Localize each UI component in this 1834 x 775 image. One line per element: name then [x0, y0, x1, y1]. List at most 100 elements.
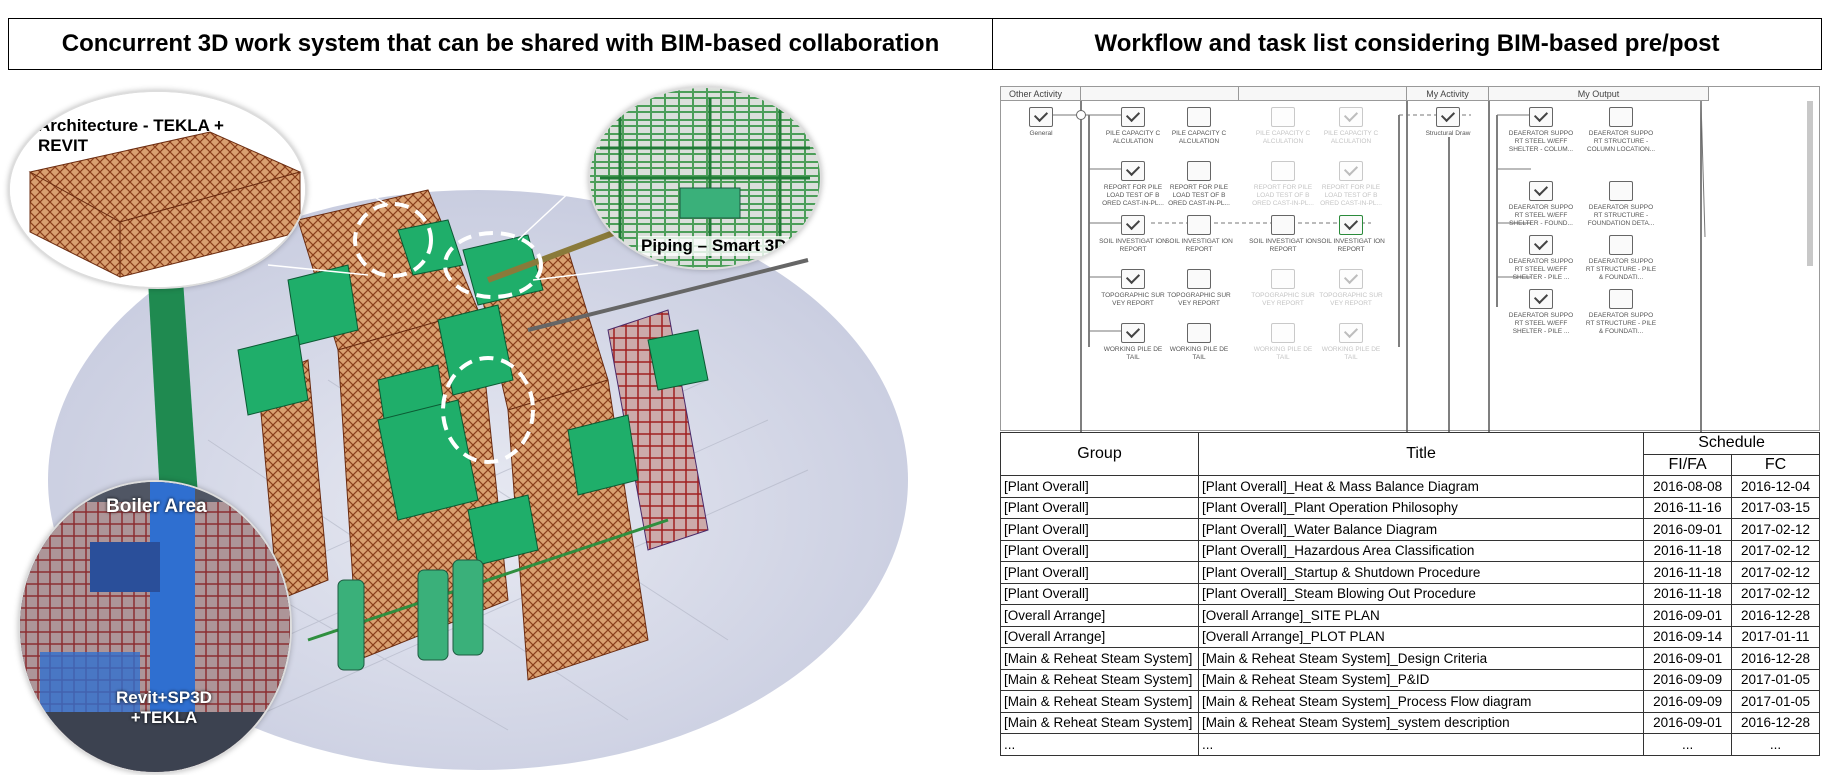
check-document-icon: [1529, 181, 1553, 201]
faded-output-label: TOPOGRAPHIC SUR VEY REPORT: [1251, 292, 1315, 307]
cell-fifa: ...: [1643, 733, 1733, 756]
faded-task-node[interactable]: TOPOGRAPHIC SUR VEY REPORT: [1315, 269, 1387, 308]
cell-title: [Overall Arrange]_SITE PLAN: [1197, 604, 1645, 627]
cell-group: [Plant Overall]: [1000, 496, 1199, 519]
document-icon: [1271, 215, 1295, 235]
faded-task-node[interactable]: PILE CAPACITY C ALCULATION: [1315, 107, 1387, 146]
output-node[interactable]: DEAERATOR SUPPO RT STRUCTURE - PILE & FO…: [1585, 235, 1657, 282]
table-row[interactable]: ............: [1000, 733, 1820, 756]
table-row[interactable]: [Plant Overall][Plant Overall]_Steam Blo…: [1000, 582, 1820, 605]
output-node[interactable]: WORKING PILE DE TAIL: [1163, 323, 1235, 362]
faded-output-node[interactable]: TOPOGRAPHIC SUR VEY REPORT: [1247, 269, 1319, 308]
cell-fifa: 2016-09-09: [1643, 690, 1733, 713]
output-node[interactable]: DEAERATOR SUPPO RT STRUCTURE - COLUMN LO…: [1585, 107, 1657, 154]
task-node[interactable]: WORKING PILE DE TAIL: [1097, 323, 1169, 362]
task-node[interactable]: TOPOGRAPHIC SUR VEY REPORT: [1097, 269, 1169, 308]
architecture-steel-frame-image: [10, 92, 305, 287]
task-label: SOIL INVESTIGAT ION REPORT: [1317, 238, 1385, 253]
cell-title: ...: [1197, 733, 1645, 756]
output-node[interactable]: DEAERATOR SUPPO RT STRUCTURE - FOUNDATIO…: [1585, 181, 1657, 228]
output-node[interactable]: REPORT FOR PILE LOAD TEST OF B ORED CAST…: [1163, 161, 1235, 208]
cell-fc: 2016-12-28: [1731, 604, 1820, 627]
document-icon: [1187, 269, 1211, 289]
table-row[interactable]: [Overall Arrange][Overall Arrange]_PLOT …: [1000, 625, 1820, 648]
cell-fifa: 2016-11-18: [1643, 582, 1733, 605]
table-row[interactable]: [Plant Overall][Plant Overall]_Hazardous…: [1000, 539, 1820, 562]
general-node[interactable]: General: [1005, 107, 1077, 138]
cell-fc: ...: [1731, 733, 1820, 756]
output-node[interactable]: SOIL INVESTIGAT ION REPORT: [1247, 215, 1319, 254]
output-label: DEAERATOR SUPPO RT STEEL W/EFF SHELTER -…: [1508, 258, 1574, 281]
structural-draw-label: Structural Draw: [1425, 130, 1471, 137]
task-label: TOPOGRAPHIC SUR VEY REPORT: [1101, 292, 1165, 307]
cell-title: [Plant Overall]_Heat & Mass Balance Diag…: [1197, 475, 1645, 498]
pencil-document-icon: [1436, 107, 1460, 127]
cell-group: [Main & Reheat Steam System]: [1000, 711, 1199, 734]
cell-title: [Main & Reheat Steam System]_Design Crit…: [1197, 647, 1645, 670]
cell-group: [Main & Reheat Steam System]: [1000, 690, 1199, 713]
output-node[interactable]: PILE CAPACITY C ALCULATION: [1163, 107, 1235, 146]
task-node[interactable]: PILE CAPACITY C ALCULATION: [1097, 107, 1169, 146]
task-list-body: [Plant Overall][Plant Overall]_Heat & Ma…: [1000, 475, 1820, 756]
faded-task-node[interactable]: REPORT FOR PILE LOAD TEST OF B ORED CAST…: [1315, 161, 1387, 208]
faded-output-node[interactable]: WORKING PILE DE TAIL: [1247, 323, 1319, 362]
cell-fc: 2016-12-28: [1731, 711, 1820, 734]
document-icon: [1187, 323, 1211, 343]
faded-output-label: REPORT FOR PILE LOAD TEST OF B ORED CAST…: [1252, 184, 1314, 207]
document-icon: [1609, 107, 1633, 127]
document-icon: [1609, 235, 1633, 255]
faded-output-node[interactable]: PILE CAPACITY C ALCULATION: [1247, 107, 1319, 146]
table-row[interactable]: [Plant Overall][Plant Overall]_Water Bal…: [1000, 518, 1820, 541]
output-node[interactable]: DEAERATOR SUPPO RT STEEL W/EFF SHELTER -…: [1505, 107, 1577, 154]
check-document-icon: [1339, 269, 1363, 289]
left-section-header: Concurrent 3D work system that can be sh…: [8, 18, 993, 70]
output-node[interactable]: DEAERATOR SUPPO RT STEEL W/EFF SHELTER -…: [1505, 181, 1577, 228]
cell-fc: 2017-02-12: [1731, 561, 1820, 584]
faded-task-node[interactable]: WORKING PILE DE TAIL: [1315, 323, 1387, 362]
col-header-fifa: FI/FA: [1643, 453, 1733, 476]
col-header-fc: FC: [1731, 453, 1820, 476]
document-icon: [1187, 107, 1211, 127]
table-row[interactable]: [Main & Reheat Steam System][Main & Rehe…: [1000, 711, 1820, 734]
task-node[interactable]: SOIL INVESTIGAT ION REPORT: [1315, 215, 1387, 254]
output-node[interactable]: DEAERATOR SUPPO RT STEEL W/EFF SHELTER -…: [1505, 235, 1577, 282]
faded-output-node[interactable]: REPORT FOR PILE LOAD TEST OF B ORED CAST…: [1247, 161, 1319, 208]
table-row[interactable]: [Overall Arrange][Overall Arrange]_SITE …: [1000, 604, 1820, 627]
structural-draw-node[interactable]: Structural Draw: [1412, 107, 1484, 138]
cell-fifa: 2016-08-08: [1643, 475, 1733, 498]
table-row[interactable]: [Main & Reheat Steam System][Main & Rehe…: [1000, 690, 1820, 713]
cell-title: [Plant Overall]_Water Balance Diagram: [1197, 518, 1645, 541]
check-document-icon: [1339, 107, 1363, 127]
output-label: DEAERATOR SUPPO RT STRUCTURE - PILE & FO…: [1585, 312, 1657, 335]
task-node[interactable]: REPORT FOR PILE LOAD TEST OF B ORED CAST…: [1097, 161, 1169, 208]
check-document-icon: [1339, 215, 1363, 235]
table-row[interactable]: [Plant Overall][Plant Overall]_Heat & Ma…: [1000, 475, 1820, 498]
cell-title: [Plant Overall]_Startup & Shutdown Proce…: [1197, 561, 1645, 584]
output-label: REPORT FOR PILE LOAD TEST OF B ORED CAST…: [1168, 184, 1230, 207]
output-node[interactable]: DEAERATOR SUPPO RT STRUCTURE - PILE & FO…: [1585, 289, 1657, 336]
document-icon: [1609, 289, 1633, 309]
task-node[interactable]: SOIL INVESTIGAT ION REPORT: [1097, 215, 1169, 254]
check-document-icon: [1121, 161, 1145, 181]
check-document-icon: [1529, 289, 1553, 309]
table-row[interactable]: [Plant Overall][Plant Overall]_Plant Ope…: [1000, 496, 1820, 519]
output-label: TOPOGRAPHIC SUR VEY REPORT: [1167, 292, 1231, 307]
left-header-text: Concurrent 3D work system that can be sh…: [61, 30, 940, 57]
document-icon: [1271, 323, 1295, 343]
cell-fc: 2016-12-28: [1731, 647, 1820, 670]
cell-fifa: 2016-09-01: [1643, 647, 1733, 670]
cell-fifa: 2016-11-18: [1643, 539, 1733, 562]
check-document-icon: [1121, 323, 1145, 343]
cell-fifa: 2016-09-01: [1643, 518, 1733, 541]
table-row[interactable]: [Plant Overall][Plant Overall]_Startup &…: [1000, 561, 1820, 584]
check-document-icon: [1121, 107, 1145, 127]
document-icon: [1187, 215, 1211, 235]
output-node[interactable]: DEAERATOR SUPPO RT STEEL W/EFF SHELTER -…: [1505, 289, 1577, 336]
output-node[interactable]: TOPOGRAPHIC SUR VEY REPORT: [1163, 269, 1235, 308]
table-row[interactable]: [Main & Reheat Steam System][Main & Rehe…: [1000, 647, 1820, 670]
cell-group: [Overall Arrange]: [1000, 625, 1199, 648]
task-list-table: Group Title Schedule FI/FA FC [Plant Ove…: [1000, 432, 1820, 756]
table-row[interactable]: [Main & Reheat Steam System][Main & Rehe…: [1000, 668, 1820, 691]
output-label: DEAERATOR SUPPO RT STRUCTURE - COLUMN LO…: [1586, 130, 1656, 153]
output-node[interactable]: SOIL INVESTIGAT ION REPORT: [1163, 215, 1235, 254]
